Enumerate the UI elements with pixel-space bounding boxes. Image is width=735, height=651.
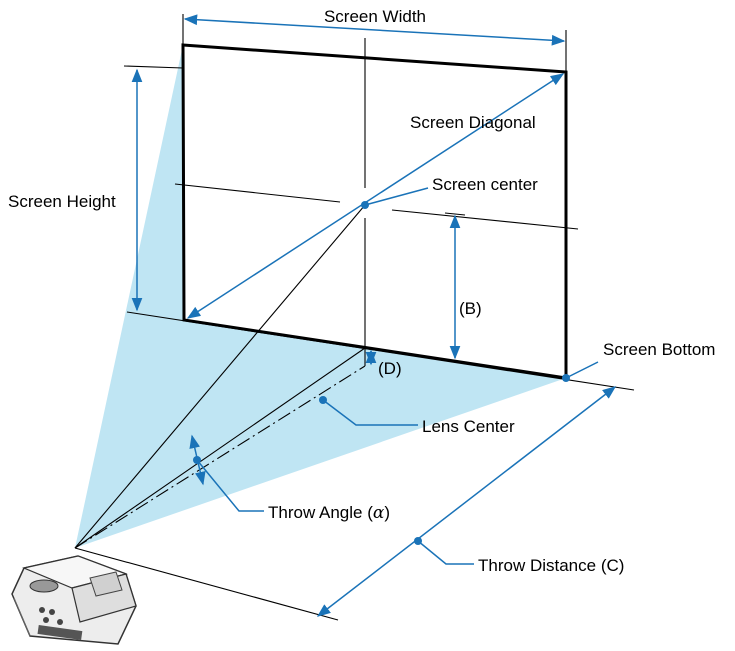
lens-center-leader xyxy=(322,399,418,426)
d-label: (D) xyxy=(378,359,402,378)
height-ext-top xyxy=(123,65,184,69)
horizontal-centerline-left xyxy=(174,183,341,203)
lens-center-label: Lens Center xyxy=(422,417,515,436)
b-ext-top xyxy=(444,212,466,216)
screen xyxy=(181,43,568,380)
screen-center-label: Screen center xyxy=(432,175,538,194)
screen-center-leader xyxy=(364,187,429,206)
screen-width-arrow xyxy=(183,14,566,46)
horizontal-centerline-right xyxy=(391,209,579,230)
throw-distance-label: Throw Distance (C) xyxy=(478,556,624,575)
screen-width-label: Screen Width xyxy=(324,7,426,26)
throw-angle-text: Throw Angle ( xyxy=(268,503,373,522)
throw-angle-close: ) xyxy=(384,503,390,522)
projection-cone xyxy=(75,45,566,548)
alpha-symbol: α xyxy=(373,503,385,523)
throw-distance-arrow xyxy=(316,386,617,617)
screen-bottom-label: Screen Bottom xyxy=(603,340,715,359)
screen-diagonal-label: Screen Diagonal xyxy=(410,113,536,132)
throw-base-line xyxy=(74,547,339,621)
lens-center-line xyxy=(74,365,366,549)
projector-icon xyxy=(11,555,137,645)
screen-diagonal-arrow xyxy=(186,73,565,319)
throw-angle-leader xyxy=(196,459,264,512)
throw-distance-leader xyxy=(417,540,474,565)
ray-to-lens-top xyxy=(74,347,366,549)
screen-bottom-leader xyxy=(565,361,599,379)
screen-height-label: Screen Height xyxy=(8,192,116,211)
throw-angle-label: Throw Angle (α) xyxy=(268,503,390,523)
b-label: (B) xyxy=(459,299,482,318)
